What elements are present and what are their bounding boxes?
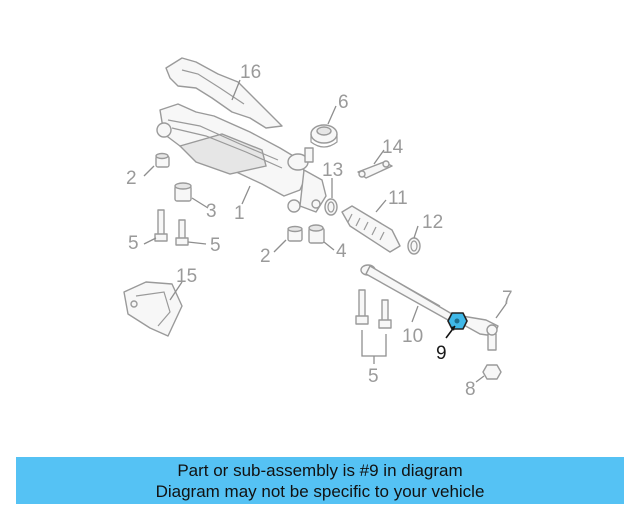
callout-2-upper: 2 xyxy=(126,168,137,189)
part-15-shield xyxy=(123,281,183,337)
part-11-boot xyxy=(341,205,401,253)
leader-lines xyxy=(143,79,507,383)
part-1-steering-rack xyxy=(156,103,327,213)
steering-rack-exploded-diagram: 16 6 14 13 11 12 2 3 1 5 5 2 4 15 7 10 9… xyxy=(123,57,513,400)
part-7-tie-rod-end xyxy=(461,315,499,351)
callout-16: 16 xyxy=(240,62,261,83)
banner-line-disclaimer: Diagram may not be specific to your vehi… xyxy=(155,481,485,501)
part-13-ring xyxy=(324,198,338,216)
callout-6: 6 xyxy=(338,92,349,113)
part-14-bracket xyxy=(357,160,393,179)
callout-15: 15 xyxy=(176,266,197,287)
part-6-mount xyxy=(310,124,338,148)
part-5-bolt-d xyxy=(378,299,392,329)
info-banner: Part or sub-assembly is #9 in diagram Di… xyxy=(16,457,624,504)
part-5-bolt-c xyxy=(355,289,369,325)
part-9-jam-nut xyxy=(447,312,468,330)
part-5-bolt-b xyxy=(175,219,189,246)
part-4-bushing xyxy=(308,224,325,244)
callout-5-right: 5 xyxy=(210,235,221,256)
callout-11: 11 xyxy=(388,188,408,209)
callout-13: 13 xyxy=(322,160,343,181)
banner-line-part: Part or sub-assembly is #9 in diagram xyxy=(177,460,463,480)
part-3-bushing xyxy=(174,182,192,202)
part-5-bolt-a xyxy=(154,209,168,242)
part-8-nut xyxy=(482,364,502,380)
callout-5-bottom: 5 xyxy=(368,366,379,387)
part-10-tie-rod xyxy=(360,264,453,321)
callout-14: 14 xyxy=(382,137,404,158)
callout-4: 4 xyxy=(336,241,347,262)
callout-10: 10 xyxy=(402,326,423,347)
part-12-clamp xyxy=(407,237,421,255)
callout-12: 12 xyxy=(422,212,443,233)
callout-7: 7 xyxy=(502,288,513,309)
callout-1: 1 xyxy=(234,203,245,224)
callout-5-left: 5 xyxy=(128,233,139,254)
part-2-bushing-b xyxy=(287,225,303,242)
part-16-heat-shield xyxy=(165,57,283,129)
part-2-bushing-a xyxy=(155,152,170,168)
callout-8: 8 xyxy=(465,379,476,400)
callout-labels: 16 6 14 13 11 12 2 3 1 5 5 2 4 15 7 10 9… xyxy=(126,62,513,400)
callout-9: 9 xyxy=(436,343,447,364)
callout-2-lower: 2 xyxy=(260,246,271,267)
callout-3: 3 xyxy=(206,201,217,222)
